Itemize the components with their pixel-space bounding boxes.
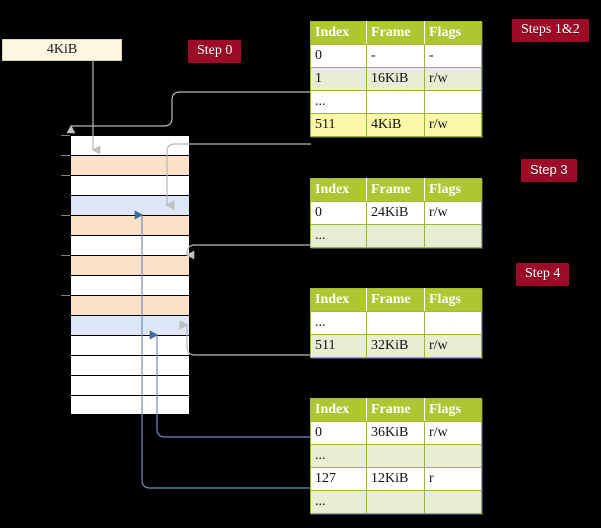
table-cell-frame: 16KiB [366,67,425,91]
table-cell-flags: r/w [424,113,482,137]
table-cell-index: ... [310,311,367,335]
table-cell-frame [366,311,425,335]
memory-frame-tick [61,255,70,256]
table-cell-index: 0 [310,201,367,225]
table-cell-index: ... [310,224,367,248]
gray-connector-2 [66,91,311,134]
table-cell-flags [424,90,482,114]
table-cell-frame: 24KiB [366,201,425,225]
table-row[interactable]: ... [310,90,482,114]
table-cell-frame: - [366,44,425,68]
frame-register-4kib: 4KiB [2,39,122,61]
memory-frame-tick [61,155,70,156]
table-cell-flags [424,490,482,514]
column-header-index: Index [310,21,367,45]
table-cell-index: 511 [310,113,367,137]
table-row[interactable]: ... [310,444,482,468]
table-cell-frame: 32KiB [366,334,425,358]
table-row[interactable]: ... [310,311,482,335]
memory-frame-row [70,175,190,195]
step-badge-step-3: Step 3 [521,159,577,182]
memory-frame-row [70,155,190,175]
table-cell-index: ... [310,444,367,468]
table-cell-flags: r [424,467,482,491]
table-cell-index: 0 [310,44,367,68]
column-header-flags: Flags [424,178,482,202]
step-badge-step-4: Step 4 [516,263,570,286]
gray-connector-3 [185,244,311,260]
column-header-index: Index [310,178,367,202]
column-header-flags: Flags [424,288,482,312]
table-cell-flags: r/w [424,67,482,91]
column-header-flags: Flags [424,398,482,422]
memory-frame-row [70,275,190,295]
column-header-flags: Flags [424,21,482,45]
table-cell-frame: 12KiB [366,467,425,491]
memory-frame-row [70,315,190,335]
frame-register-label: 4KiB [46,42,78,57]
memory-frame-tick [61,175,70,176]
gray-connector-4 [179,320,311,356]
table-cell-index: 511 [310,334,367,358]
memory-frame-row [70,195,190,215]
memory-frame-row [70,255,190,275]
table-cell-frame [366,224,425,248]
column-header-index: Index [310,398,367,422]
step-badge-steps-1-2: Steps 1&2 [512,19,589,42]
memory-frame-row [70,335,190,355]
table-cell-flags: - [424,44,482,68]
column-header-frame: Frame [366,178,425,202]
table-cell-frame [366,444,425,468]
table-cell-frame: 36KiB [366,421,425,445]
table-cell-frame: 4KiB [366,113,425,137]
table-cell-frame [366,490,425,514]
table-cell-frame [366,90,425,114]
memory-frame-row [70,375,190,395]
memory-frame-row [70,355,190,375]
table-cell-flags: r/w [424,201,482,225]
table-cell-index: 1 [310,67,367,91]
memory-frame-tick [61,295,70,296]
table-cell-flags [424,311,482,335]
memory-frame-row [70,215,190,235]
table-cell-index: ... [310,490,367,514]
step-badge-step-0: Step 0 [188,40,242,63]
table-cell-flags [424,224,482,248]
memory-frame-row [70,395,190,415]
table-cell-index: ... [310,90,367,114]
memory-frame-row [70,295,190,315]
memory-frame-tick [61,135,70,136]
column-header-frame: Frame [366,21,425,45]
table-cell-flags: r/w [424,334,482,358]
column-header-frame: Frame [366,398,425,422]
table-row[interactable]: ... [310,490,482,514]
column-header-frame: Frame [366,288,425,312]
table-cell-index: 127 [310,467,367,491]
table-row[interactable]: 0-- [310,44,482,68]
physical-memory-column [61,135,190,415]
memory-frame-row [70,135,190,155]
table-cell-flags: r/w [424,421,482,445]
memory-frame-tick [61,215,70,216]
memory-frame-row [70,235,190,255]
column-header-index: Index [310,288,367,312]
table-cell-flags [424,444,482,468]
table-cell-index: 0 [310,421,367,445]
table-row[interactable]: ... [310,224,482,248]
